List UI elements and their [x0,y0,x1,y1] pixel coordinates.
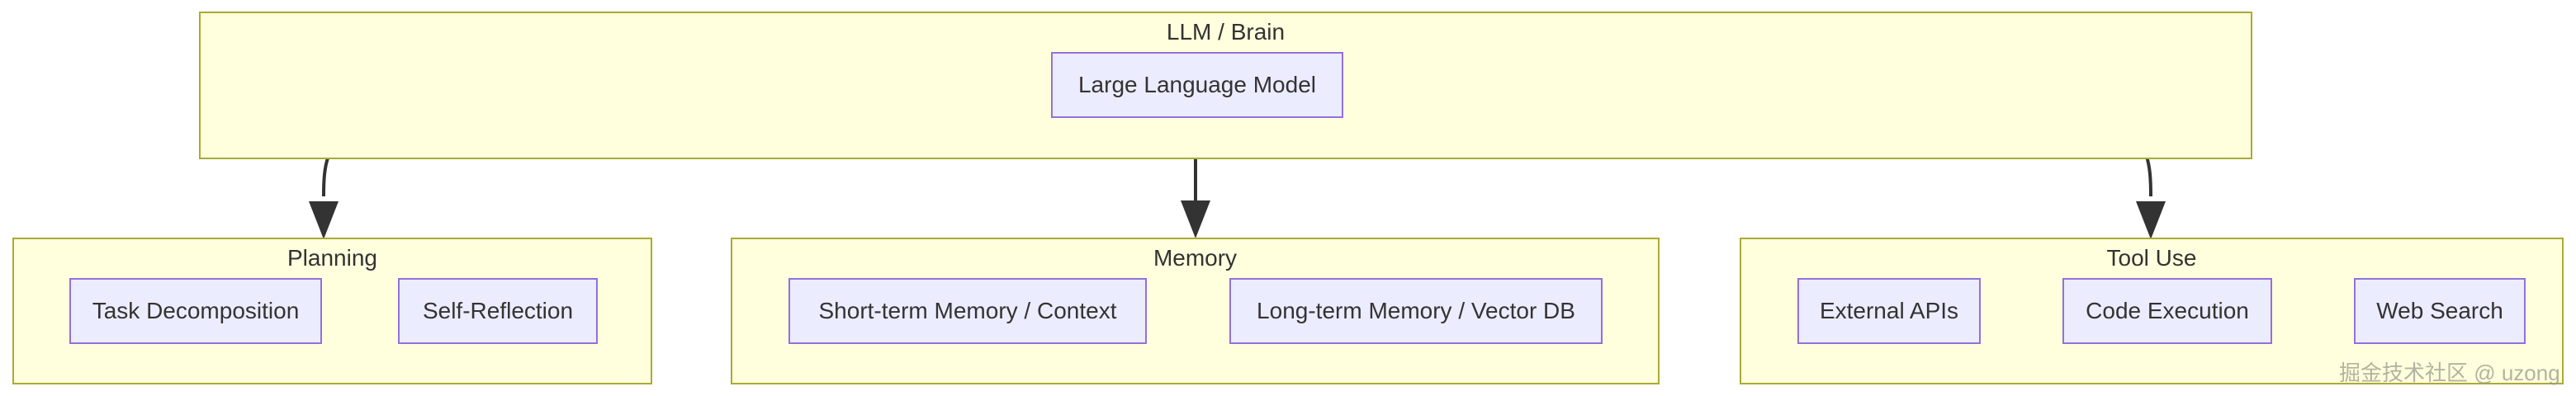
node-task-decomposition[interactable]: Task Decomposition [69,278,322,344]
node-external-apis[interactable]: External APIs [1797,278,1981,344]
node-label-short-term-memory: Short-term Memory / Context [818,298,1117,323]
watermark-text: 掘金技术社区 @ uzong [2339,361,2560,385]
node-label-web-search: Web Search [2376,298,2503,323]
node-web-search[interactable]: Web Search [2354,278,2526,344]
node-label-task-decomposition: Task Decomposition [92,298,300,323]
node-label-long-term-memory: Long-term Memory / Vector DB [1257,298,1575,323]
node-label-external-apis: External APIs [1819,298,1959,323]
node-short-term-memory[interactable]: Short-term Memory / Context [788,278,1147,344]
cluster-title-tool-use: Tool Use [2106,245,2197,271]
node-self-reflection[interactable]: Self-Reflection [398,278,598,344]
cluster-title-llm-brain: LLM / Brain [1166,19,1286,45]
node-label-self-reflection: Self-Reflection [422,298,574,323]
node-long-term-memory[interactable]: Long-term Memory / Vector DB [1229,278,1603,344]
cluster-title-planning: Planning [287,245,377,271]
cluster-title-memory: Memory [1153,245,1238,271]
node-code-execution[interactable]: Code Execution [2062,278,2272,344]
node-large-language-model[interactable]: Large Language Model [1051,52,1343,118]
node-label-code-execution: Code Execution [2086,298,2249,323]
node-label-large-language-model: Large Language Model [1077,72,1316,97]
